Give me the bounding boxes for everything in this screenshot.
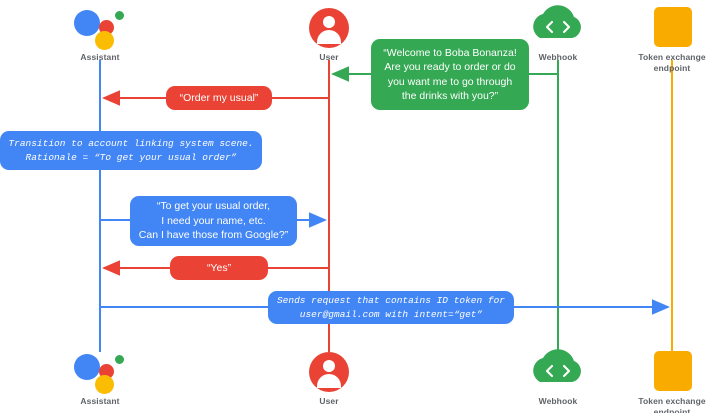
google-assistant-icon (40, 4, 160, 50)
message-yes-text: “Yes” (206, 261, 232, 274)
cloud-code-icon-slot-bottom (498, 348, 618, 394)
actor-label-webhook-bottom: Webhook (538, 396, 578, 406)
message-welcome: “Welcome to Boba Bonanza! Are you ready … (371, 39, 529, 110)
actor-endpoint-bottom: Token exchange endpoint (612, 348, 725, 413)
message-welcome-text: “Welcome to Boba Bonanza! Are you ready … (383, 46, 517, 103)
message-sends-request: Sends request that contains ID token for… (268, 291, 514, 324)
actor-label-user-bottom: User (319, 396, 339, 406)
actor-label-assistant-bottom: Assistant (80, 396, 120, 406)
actor-label-assistant-top: Assistant (80, 52, 120, 62)
user-avatar-icon (269, 4, 389, 50)
actor-user-top: User (269, 4, 389, 63)
actor-label-webhook-top: Webhook (538, 52, 578, 62)
user-avatar-icon-bottom (269, 348, 389, 394)
message-need-your-name: “To get your usual order, I need your na… (130, 196, 297, 246)
actor-user-bottom: User (269, 348, 389, 407)
actor-webhook-top: Webhook (498, 4, 618, 63)
message-yes: “Yes” (170, 256, 268, 280)
google-assistant-icon-bottom (40, 348, 160, 394)
message-order-my-usual: “Order my usual” (166, 86, 272, 110)
cloud-code-icon-bottom (533, 349, 581, 382)
note-transition: Transition to account linking system sce… (0, 131, 262, 170)
download-box-icon (612, 4, 725, 50)
message-need-your-name-text: “To get your usual order, I need your na… (138, 200, 289, 242)
note-transition-text: Transition to account linking system sce… (8, 137, 254, 163)
actor-webhook-bottom: Webhook (498, 348, 618, 407)
actor-assistant-top: Assistant (40, 4, 160, 63)
cloud-code-icon-top (533, 5, 581, 38)
message-order-my-usual-text: “Order my usual” (179, 91, 259, 104)
download-box-icon-bottom (612, 348, 725, 394)
actor-label-user-top: User (319, 52, 339, 62)
actor-endpoint-top: Token exchange endpoint (612, 4, 725, 74)
actor-label-endpoint-top: Token exchange endpoint (638, 52, 706, 73)
message-sends-request-text: Sends request that contains ID token for… (276, 294, 506, 320)
actor-label-endpoint-bottom: Token exchange endpoint (638, 396, 706, 413)
actor-assistant-bottom: Assistant (40, 348, 160, 407)
